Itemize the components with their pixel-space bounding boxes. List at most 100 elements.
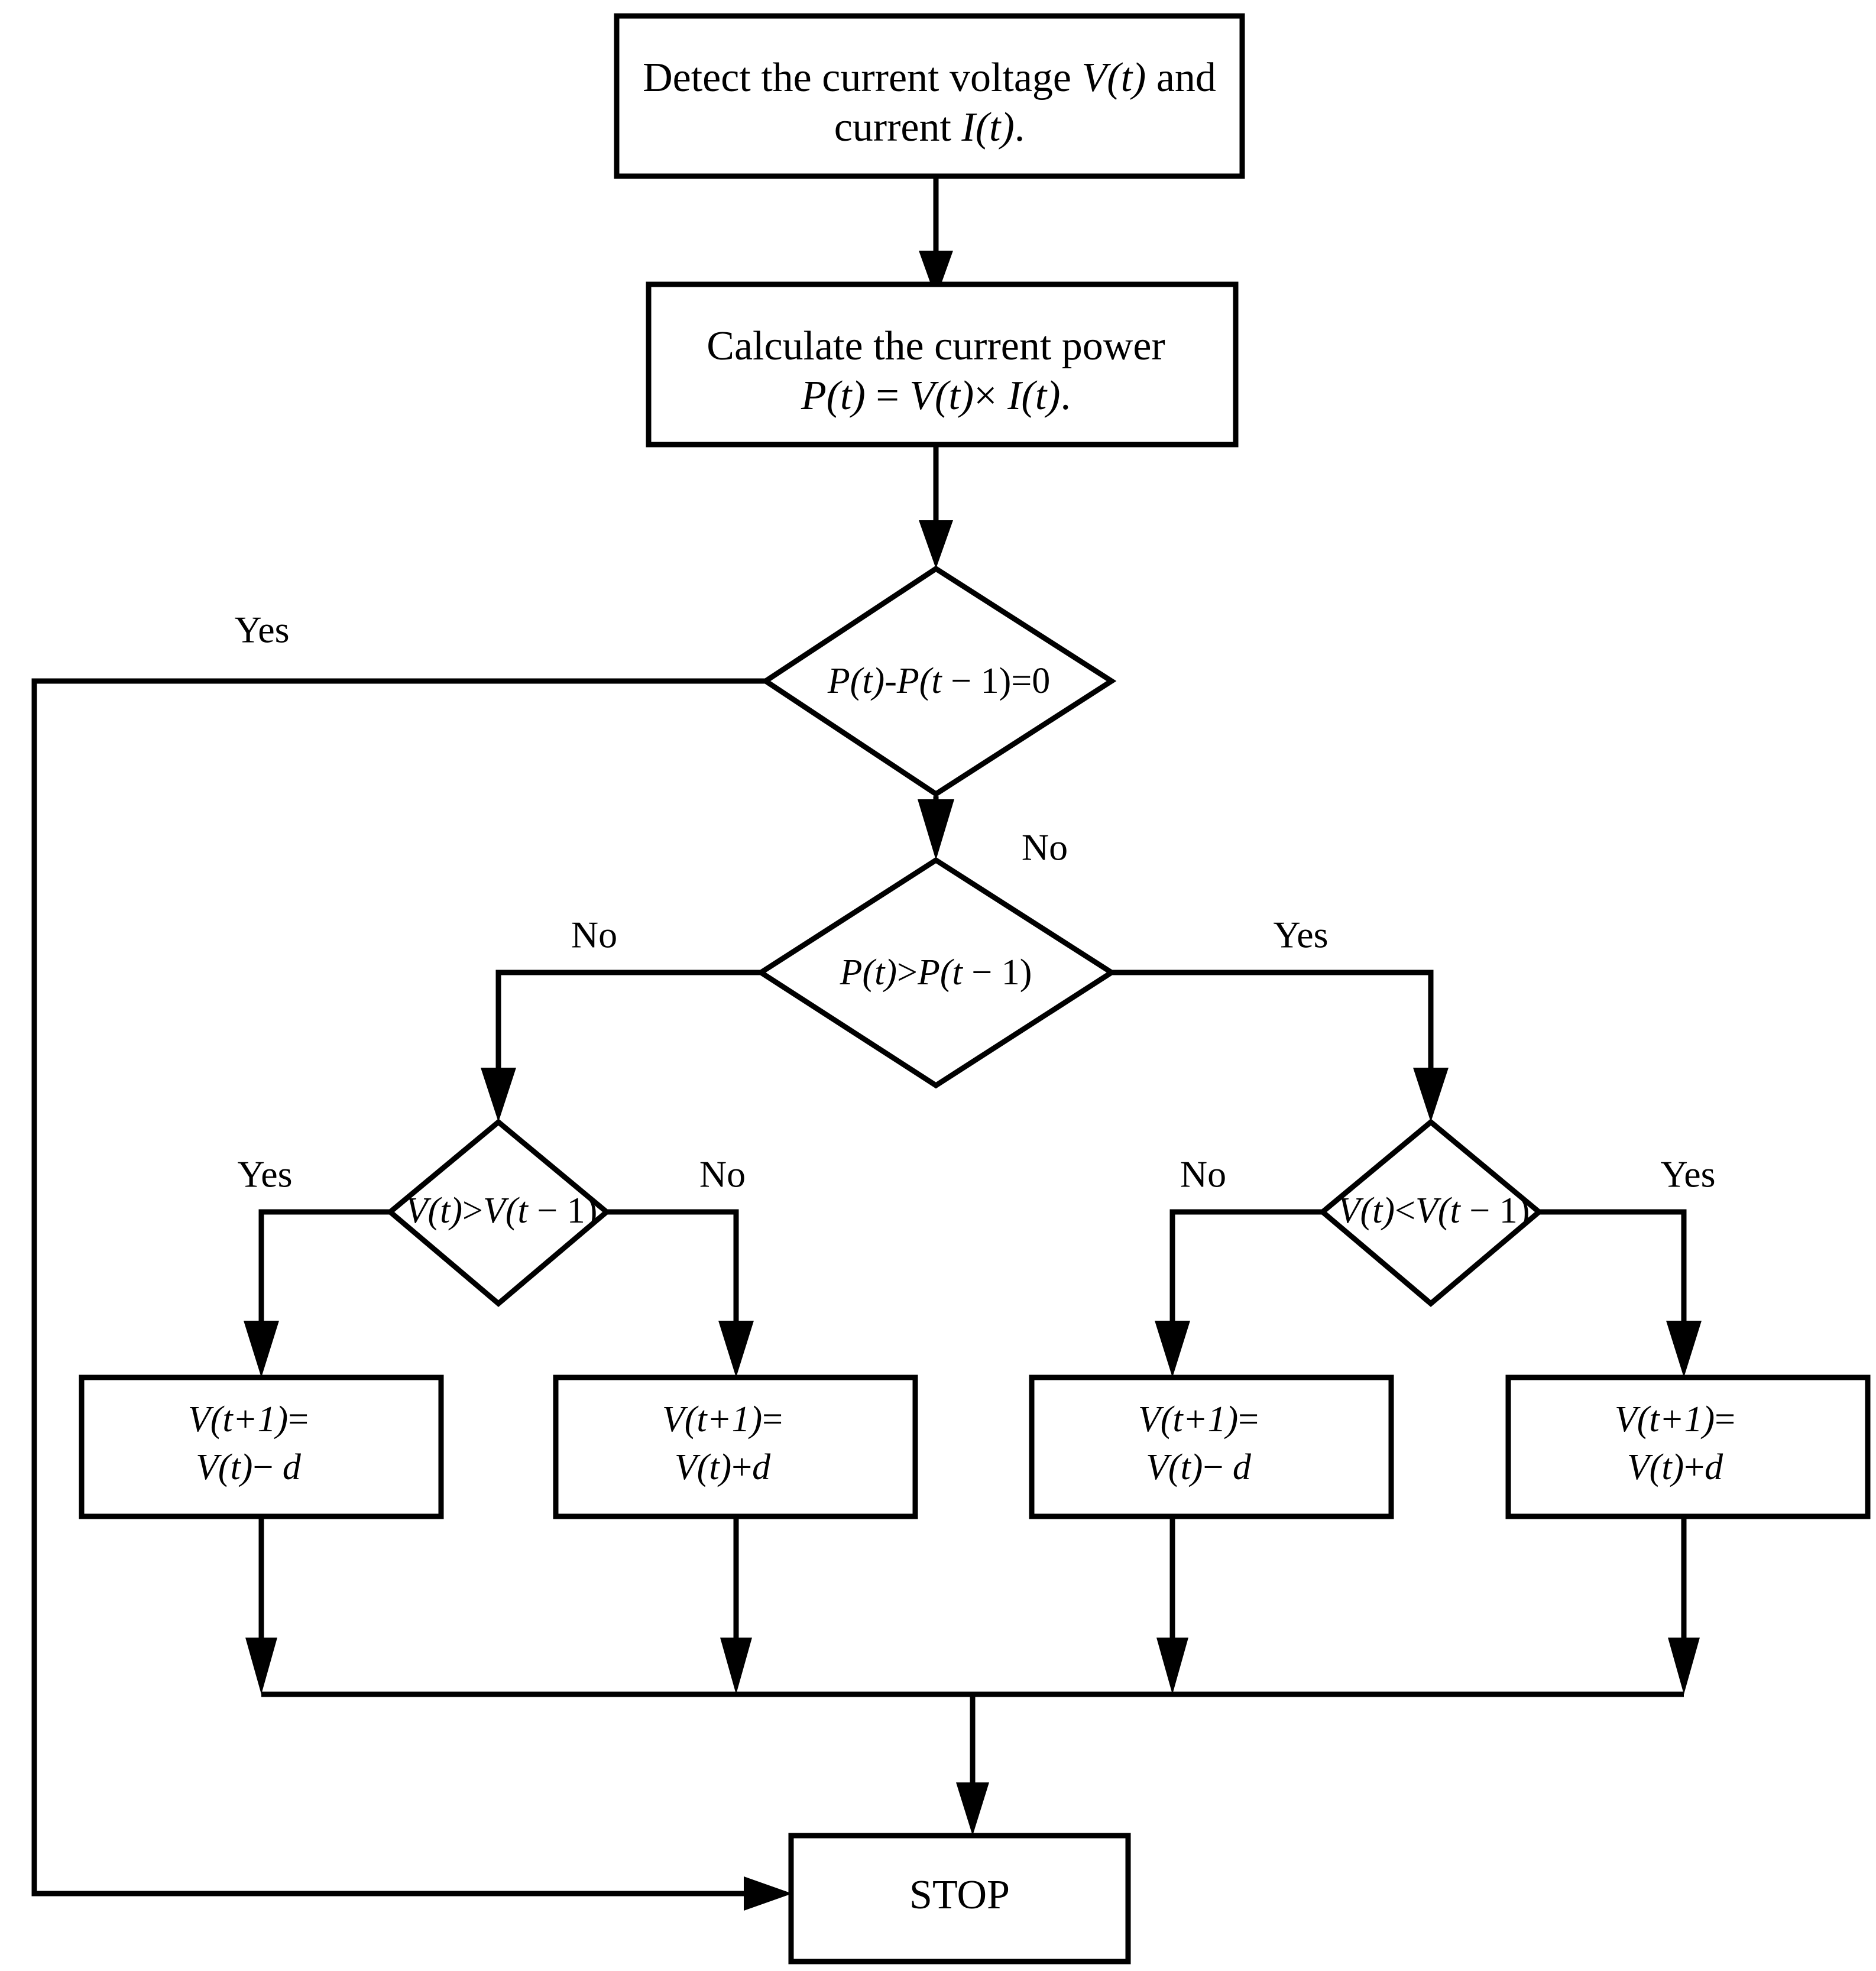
node-pgt-seg3: P(t [917,952,964,993]
node-calc-line2-seg4: × [974,373,1007,419]
node-calculate-power[interactable]: Calculate the current power P(t) = V(t)×… [646,281,1239,448]
node-act1-line2-seg2: − [252,1447,282,1487]
node-act1-line1-seg2: = [288,1399,309,1440]
node-dpzero-seg1: P(t) [827,661,884,701]
node-action-v-plus-d-right[interactable]: V(t+1)= V(t)+d [1505,1374,1871,1519]
edge-label-dpzero-no: No [1022,826,1068,868]
edge-label-vgt-yes: Yes [237,1153,292,1195]
svg-text:V(t)− d: V(t)− d [1146,1447,1252,1487]
node-calc-line2-seg6: . [1061,373,1071,419]
node-act4-line2-seg2: + [1684,1447,1705,1487]
node-vlt-seg2: < [1395,1191,1415,1231]
node-detect-line1-seg1: Detect the current voltage [643,55,1081,101]
edge-act1-to-merge [245,1516,277,1694]
node-vlt-seg1: V(t) [1338,1191,1395,1231]
node-pgt-seg2: > [897,952,918,993]
edge-act2-to-merge [720,1516,752,1694]
edge-label-vlt-no: No [1180,1153,1226,1195]
node-act4-line2-seg1: V(t) [1627,1447,1684,1487]
edge-vlt-yes-to-act4 [1539,1209,1702,1377]
svg-text:V(t)+d: V(t)+d [1627,1447,1723,1487]
edge-label-vgt-no: No [699,1153,746,1195]
node-action-v-plus-d-left[interactable]: V(t+1)= V(t)+d [553,1374,918,1519]
node-stop-label: STOP [909,1872,1010,1918]
svg-text:V(t+1)=: V(t+1)= [1138,1399,1259,1440]
edge-dpzero-yes-to-stop [31,678,792,1911]
svg-text:Calculate the current power: Calculate the current power [707,323,1165,369]
node-calc-line2-seg5: I(t) [1007,373,1060,419]
node-act1-line1-seg1: V(t+1) [188,1399,288,1440]
node-detect-line1-seg3: and [1146,55,1216,101]
node-act2-line1-seg2: = [762,1399,783,1440]
svg-text:P(t)-P(t − 1)=0: P(t)-P(t − 1)=0 [827,661,1050,701]
svg-text:V(t)+d: V(t)+d [675,1447,771,1487]
node-act3-line1-seg2: = [1238,1399,1259,1440]
node-act2-line2-seg1: V(t) [675,1447,731,1487]
edge-vgt-yes-to-act1 [244,1209,390,1377]
node-calc-line2-seg3: V(t) [909,373,974,419]
node-detect-line2-seg1: current [834,105,962,150]
node-act3-line2-seg2: − [1203,1447,1232,1487]
edge-vlt-no-to-act3 [1155,1209,1323,1377]
svg-text:V(t)− d: V(t)− d [196,1447,302,1487]
svg-text:V(t)<V(t − 1): V(t)<V(t − 1) [1338,1191,1530,1231]
edge-dpzero-no-to-pgt [918,796,954,860]
svg-text:V(t+1)=: V(t+1)= [188,1399,309,1440]
edge-pgt-yes-to-vlt [1112,970,1449,1122]
node-act2-line1-seg1: V(t+1) [662,1399,762,1440]
node-decision-voltage-less[interactable]: V(t)<V(t − 1) [1318,1119,1544,1307]
node-vgt-seg2: > [462,1191,483,1231]
node-vgt-seg4: − 1) [528,1191,598,1231]
svg-text:P(t) = V(t)× I(t).: P(t) = V(t)× I(t). [801,373,1071,419]
node-act4-line1-seg1: V(t+1) [1615,1399,1715,1440]
node-action-v-minus-d-left[interactable]: V(t+1)= V(t)− d [79,1374,444,1519]
node-act4-line2-seg3: d [1705,1447,1723,1487]
svg-text:V(t)>V(t − 1): V(t)>V(t − 1) [406,1191,598,1231]
node-dpzero-seg2: - [884,661,897,701]
node-vlt-seg3: V(t [1415,1191,1462,1231]
node-vlt-seg4: − 1) [1460,1191,1530,1231]
edge-pgt-no-to-vgt [481,970,761,1122]
edge-label-vlt-yes: Yes [1660,1153,1715,1195]
node-action-v-minus-d-right[interactable]: V(t+1)= V(t)− d [1029,1374,1394,1519]
node-decision-power-greater[interactable]: P(t)>P(t − 1) [756,857,1117,1089]
node-dpzero-seg3: P(t [896,661,943,701]
edge-vgt-no-to-act2 [607,1209,754,1377]
node-act3-line1-seg1: V(t+1) [1138,1399,1238,1440]
edge-merge-to-stop [956,1694,989,1836]
node-pgt-seg1: P(t) [840,952,897,993]
node-act2-line2-seg2: + [731,1447,752,1487]
node-detect-line1-seg2: V(t) [1082,55,1146,101]
edge-label-pgt-no: No [571,914,617,956]
edge-act4-to-merge [1668,1516,1700,1694]
node-act3-line2-seg3: d [1233,1447,1252,1487]
edge-label-pgt-yes: Yes [1273,914,1328,956]
svg-text:P(t)>P(t − 1): P(t)>P(t − 1) [840,952,1032,993]
node-stop[interactable]: STOP [788,1833,1131,1964]
node-detect-line2-seg2: I(t) [961,105,1014,150]
node-act1-line2-seg1: V(t) [196,1447,252,1487]
edge-act3-to-merge [1156,1516,1188,1694]
node-detect-line2-seg3: . [1015,105,1025,150]
node-vgt-seg1: V(t) [406,1191,462,1231]
edge-calc-to-dpzero [919,445,953,569]
node-calc-line2-seg2: = [866,373,909,419]
node-pgt-seg4: − 1) [963,952,1032,993]
svg-text:current I(t).: current I(t). [834,105,1025,150]
node-detect-voltage-current[interactable]: Detect the current voltage V(t) and curr… [614,13,1245,179]
svg-text:STOP: STOP [909,1872,1010,1918]
edge-detect-to-calc [919,176,953,299]
node-calc-line2-seg1: P(t) [801,373,866,419]
svg-text:V(t+1)=: V(t+1)= [1615,1399,1735,1440]
node-vgt-seg3: V(t [483,1191,529,1231]
node-decision-power-delta-zero[interactable]: P(t)-P(t − 1)=0 [760,565,1117,798]
node-act3-line2-seg1: V(t) [1146,1447,1203,1487]
node-decision-voltage-greater[interactable]: V(t)>V(t − 1) [385,1119,611,1307]
node-dpzero-seg4: − 1)=0 [942,661,1051,701]
svg-text:V(t+1)=: V(t+1)= [662,1399,783,1440]
edge-label-dpzero-yes: Yes [234,609,289,651]
svg-text:Detect the current voltage V(t: Detect the current voltage V(t) and [643,55,1216,101]
node-calc-line1: Calculate the current power [707,323,1165,369]
